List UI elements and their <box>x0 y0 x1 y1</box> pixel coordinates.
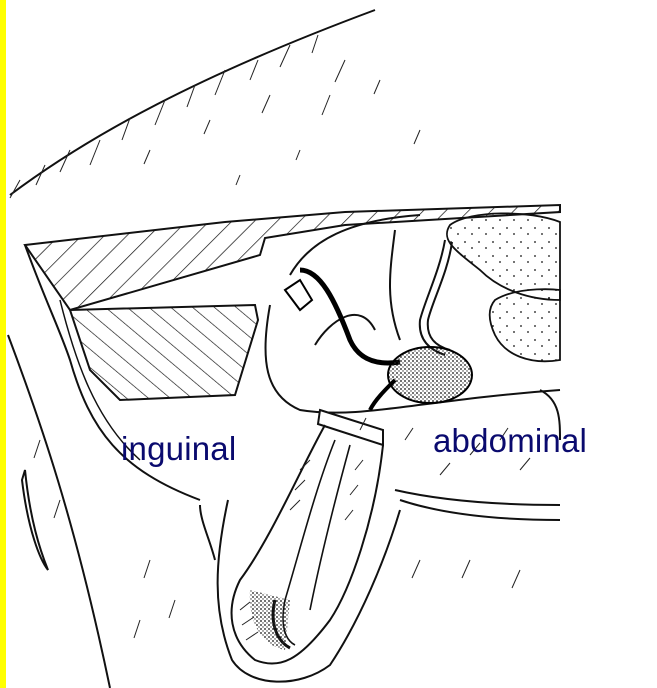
inguinal-ring <box>318 410 383 445</box>
limb-fragment <box>22 470 48 570</box>
label-inguinal: inguinal <box>121 432 236 465</box>
label-abdominal: abdominal <box>433 424 587 457</box>
hair-strokes <box>10 35 420 198</box>
coiled-duct <box>420 240 452 355</box>
intestine-loops <box>447 213 560 361</box>
vas-deferens <box>285 270 400 363</box>
cord-stipple <box>250 590 290 650</box>
